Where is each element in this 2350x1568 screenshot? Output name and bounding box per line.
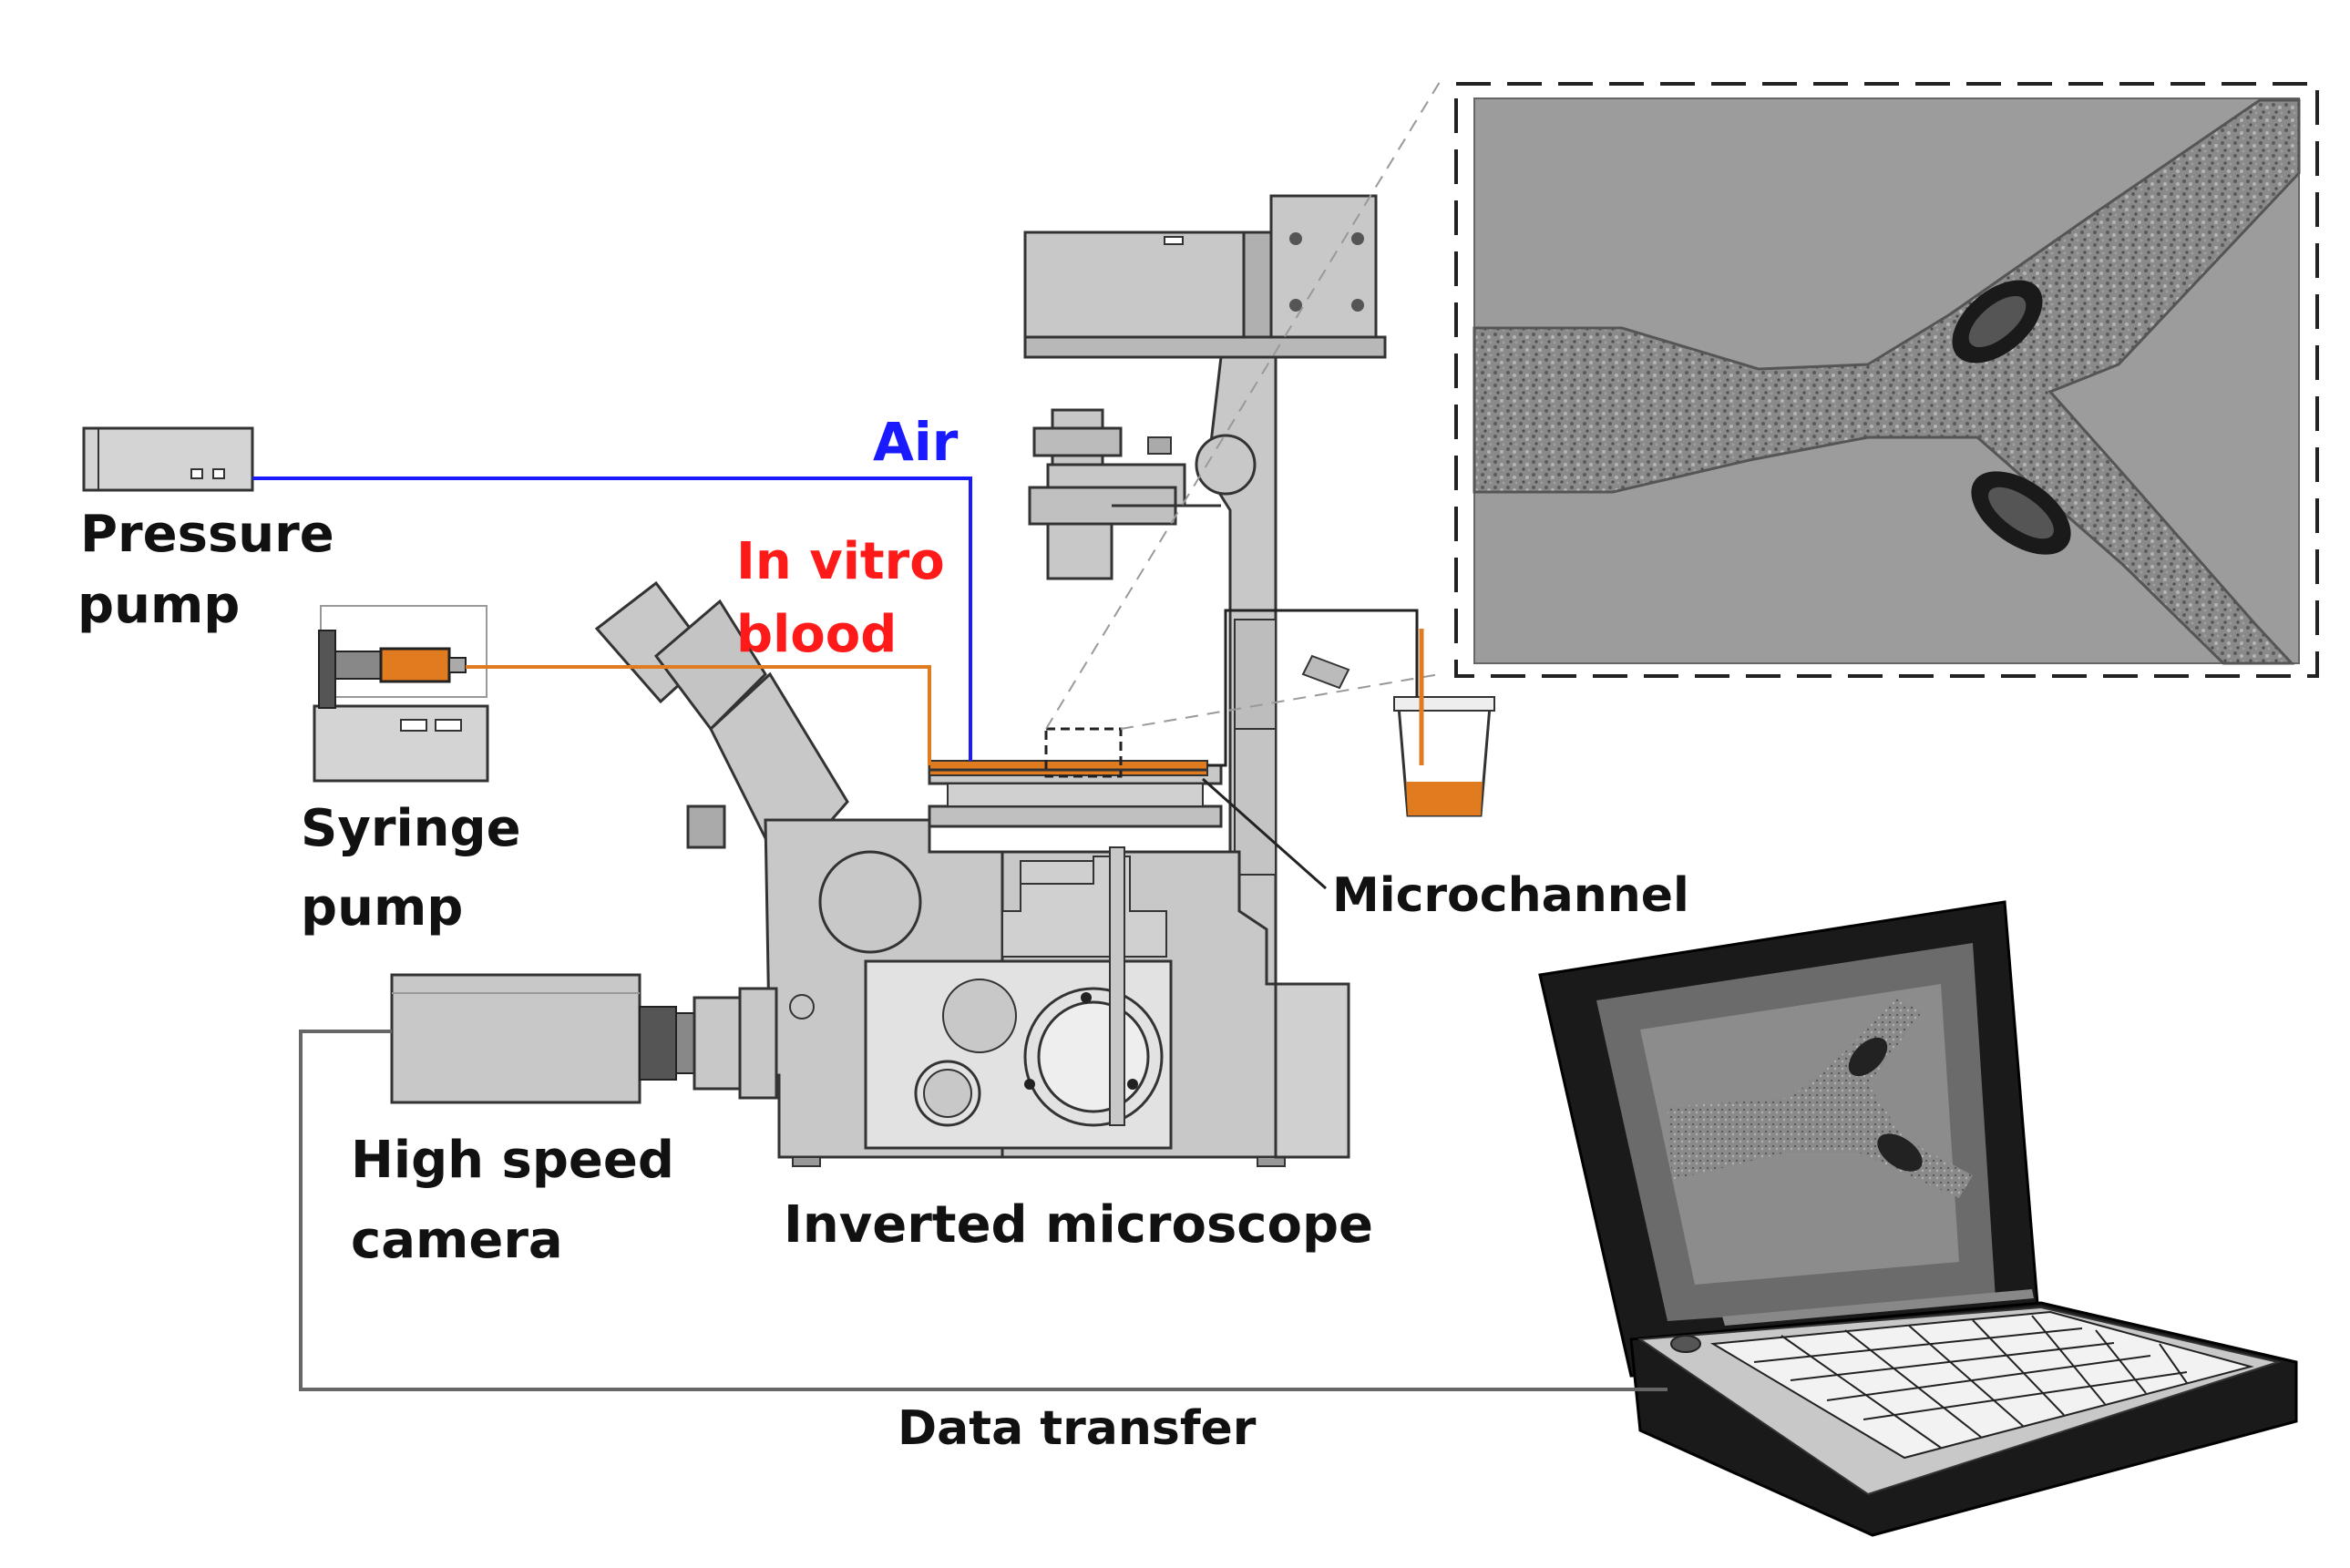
syringe-pump: [313, 605, 489, 783]
high-speed-camera-label-2: camera: [351, 1211, 563, 1270]
pressure-pump-label: Pressure: [80, 505, 334, 564]
high-speed-camera-label: High speed: [351, 1131, 674, 1190]
pressure-pump-label-2: pump: [77, 576, 240, 635]
lamp-housing: [1023, 231, 1246, 339]
waste-cup: [1393, 629, 1495, 817]
zoom-projection-lines: [1045, 81, 1441, 730]
region-of-interest: [1044, 727, 1123, 778]
laptop: [1538, 900, 2298, 1537]
blood-line: [466, 665, 931, 765]
data-transfer-cable: [299, 1030, 1668, 1391]
outlet-line: [1207, 609, 1419, 767]
air-line: [252, 477, 972, 761]
high-speed-camera: [390, 973, 778, 1104]
microchannel-chip: [929, 760, 1208, 776]
inverted-microscope-label: Inverted microscope: [784, 1195, 1373, 1255]
microchannel-label: Microchannel: [1332, 868, 1689, 923]
inverted-microscope: [594, 194, 1387, 1167]
air-label: Air: [873, 411, 959, 473]
syringe-pump-label-2: pump: [301, 878, 463, 938]
pressure-pump: [82, 426, 254, 492]
in-vitro-blood-label-2: blood: [736, 605, 897, 664]
microchannel-pointer: [1202, 777, 1327, 890]
microchannel-zoom-inset: [1454, 82, 2319, 678]
syringe-pump-label: Syringe: [301, 799, 521, 858]
data-transfer-label: Data transfer: [898, 1401, 1257, 1456]
in-vitro-blood-label: In vitro: [736, 532, 945, 591]
